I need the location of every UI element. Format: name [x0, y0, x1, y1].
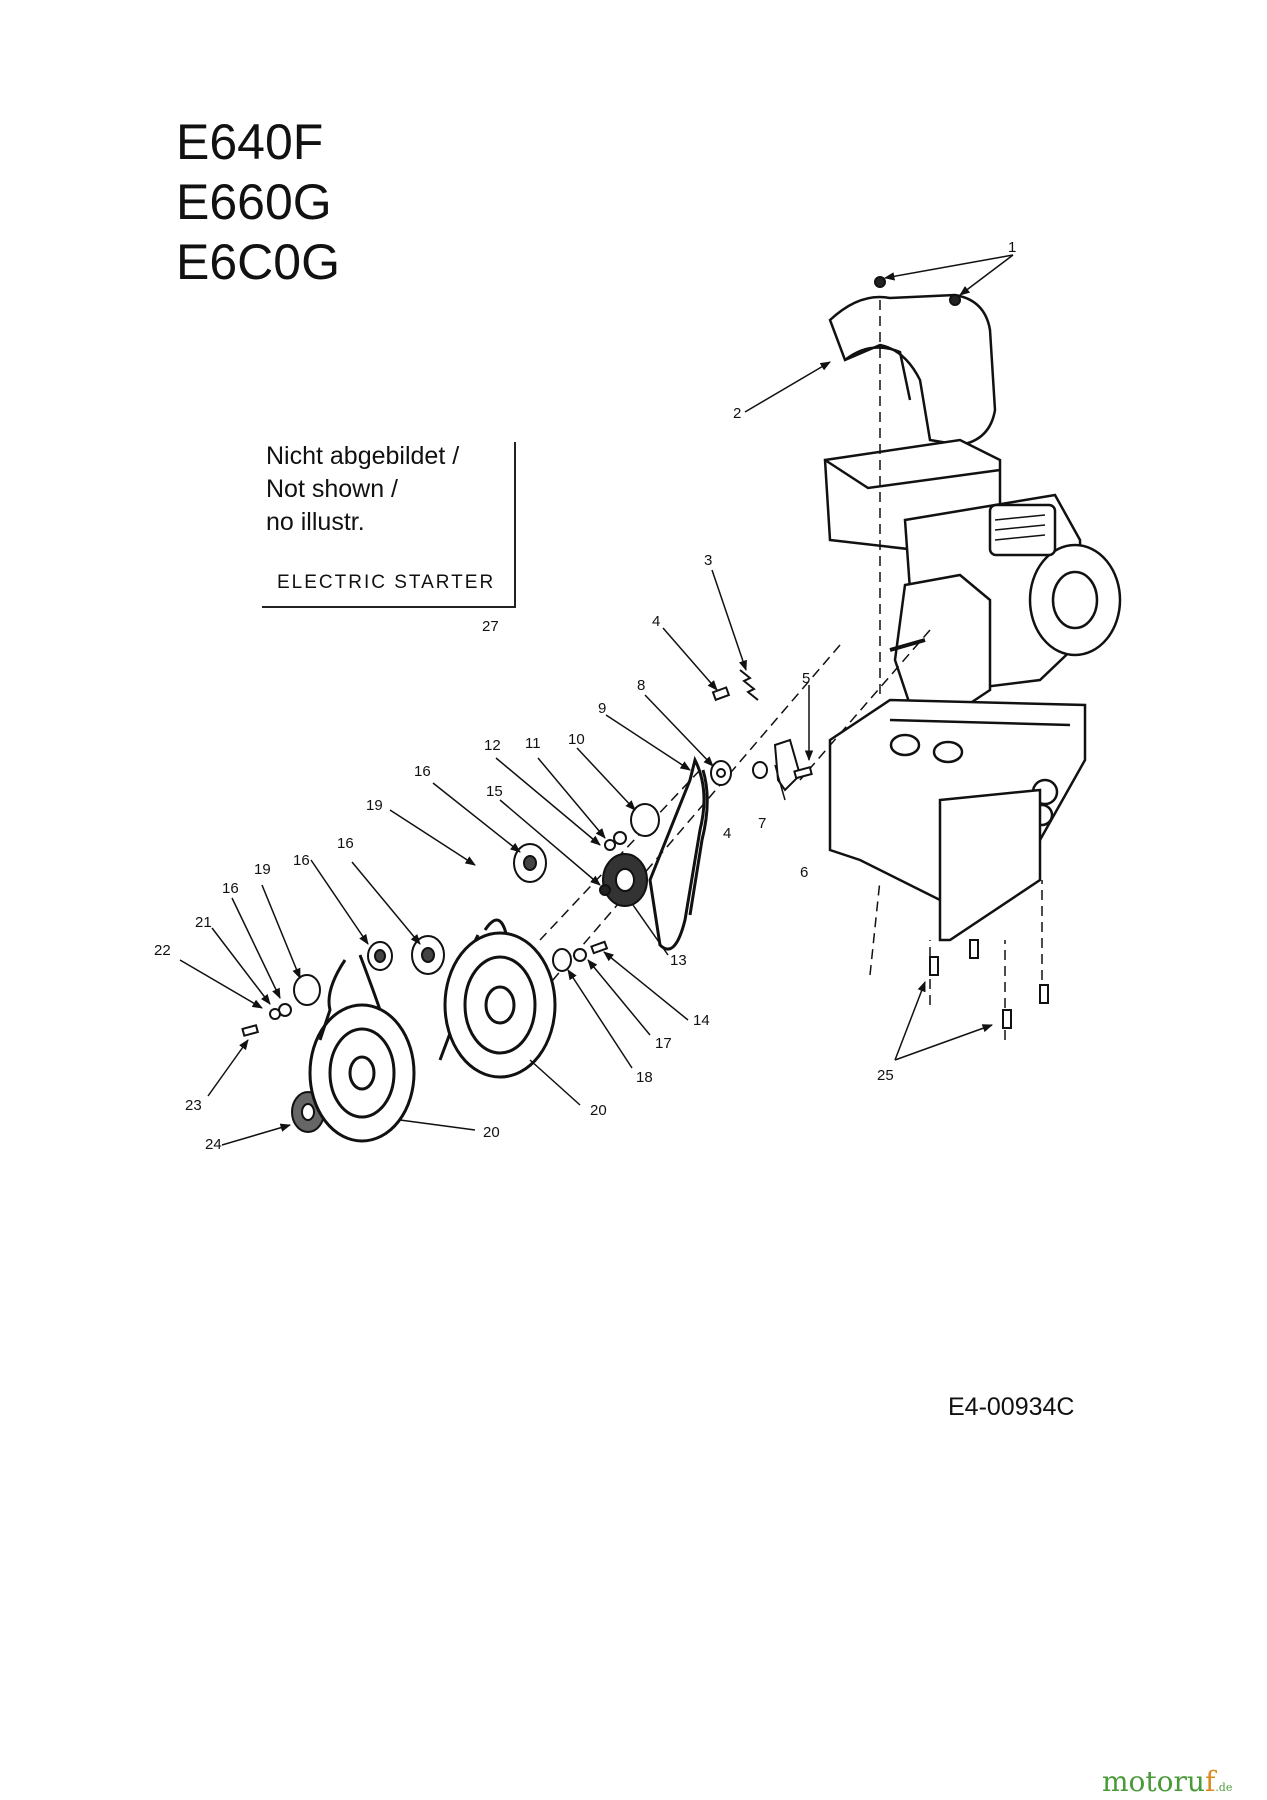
model-name: E6C0G	[176, 234, 340, 290]
callout-16: 16	[293, 852, 310, 869]
brand-suffix: .de	[1215, 1781, 1233, 1794]
drive-belt-small	[648, 755, 706, 951]
idler-part	[630, 803, 660, 837]
washer-part	[573, 948, 587, 962]
bracket-part	[773, 738, 802, 792]
callout-8: 8	[637, 677, 645, 694]
brand-main: motoru	[1102, 1765, 1205, 1798]
callout-5: 5	[802, 670, 810, 687]
screw-part	[711, 686, 731, 702]
callout-21: 21	[195, 914, 212, 931]
washer-part	[604, 839, 616, 851]
callout-7: 7	[758, 815, 766, 832]
callout-19: 19	[366, 797, 383, 814]
belts-pulleys	[308, 755, 709, 1143]
not-shown-box	[262, 442, 516, 608]
callout-2: 2	[733, 405, 741, 422]
note-line: Not shown /	[266, 475, 399, 503]
callout-3: 3	[704, 552, 712, 569]
drawing-code: E4-00934C	[948, 1393, 1075, 1421]
callout-12: 12	[484, 737, 501, 754]
note-line: Nicht abgebildet /	[266, 442, 460, 470]
screw-part	[793, 766, 813, 780]
callout-19: 19	[254, 861, 271, 878]
note-line: no illustr.	[266, 508, 365, 536]
model-name: E660G	[176, 174, 332, 230]
washer-part	[552, 948, 572, 972]
washer-part	[269, 1008, 281, 1020]
callout-16: 16	[337, 835, 354, 852]
callout-20: 20	[590, 1102, 607, 1119]
callout-6: 6	[800, 864, 808, 881]
leader-lines	[179, 254, 1014, 1146]
small-parts	[241, 276, 1049, 1133]
callout-22: 22	[154, 942, 171, 959]
belt-loop	[318, 959, 347, 1041]
callout-11: 11	[525, 735, 541, 752]
callout-18: 18	[636, 1069, 653, 1086]
callout-20: 20	[483, 1124, 500, 1141]
bolt-part	[969, 939, 979, 959]
model-list: E640F E660G E6C0G	[176, 112, 340, 292]
washer-part	[752, 761, 768, 779]
washer-part	[293, 974, 321, 1006]
brand-logo[interactable]: motoruf.de	[1102, 1765, 1232, 1798]
model-name: E640F	[176, 114, 324, 170]
washer-part	[613, 831, 627, 845]
nut-part	[599, 884, 611, 896]
brand-f: f	[1204, 1765, 1216, 1798]
chute-cover	[828, 293, 997, 447]
not-shown-note: Nicht abgebildet / Not shown / no illust…	[266, 440, 459, 539]
bolt-part	[949, 294, 961, 306]
callout-14: 14	[693, 1012, 710, 1029]
callout-16: 16	[414, 763, 431, 780]
callout-1: 1	[1008, 239, 1016, 256]
callout-4: 4	[652, 613, 660, 630]
screw-part	[590, 940, 609, 955]
frame-lower-plate	[938, 788, 1042, 942]
electric-starter-label: ELECTRIC STARTER	[277, 572, 496, 593]
bolt-part	[1039, 984, 1049, 1004]
callout-24: 24	[205, 1136, 222, 1153]
callout-17: 17	[655, 1035, 672, 1052]
spring-part	[739, 669, 759, 701]
callout-16: 16	[222, 880, 239, 897]
engine-assembly	[823, 293, 1122, 942]
callout-4: 4	[723, 825, 731, 842]
callout-9: 9	[598, 700, 606, 717]
callout-23: 23	[185, 1097, 202, 1114]
callout-15: 15	[486, 783, 503, 800]
engine-housing	[988, 503, 1057, 557]
callout-labels: 1 2 3 4 4 5 6 7 8 9 10 11 12 13 14 15 16…	[154, 239, 1016, 1153]
screw-part	[241, 1024, 260, 1037]
bolt-part	[874, 276, 886, 288]
callout-25: 25	[877, 1067, 894, 1084]
electric-starter-number: 27	[482, 618, 499, 635]
bolt-part	[1002, 1009, 1012, 1029]
bolt-part	[929, 956, 939, 976]
callout-10: 10	[568, 731, 585, 748]
callout-13: 13	[670, 952, 687, 969]
